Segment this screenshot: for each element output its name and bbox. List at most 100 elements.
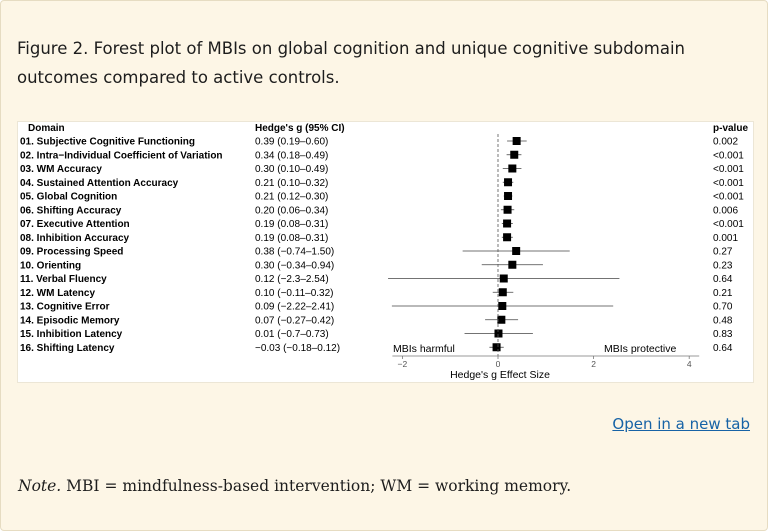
row-domain-label: 13. Cognitive Error [20,302,110,313]
row-p-value: 0.48 [713,315,733,326]
row-estimate-label: 0.30 (−0.34–0.94) [255,260,334,271]
row-p-value: <0.001 [713,150,744,161]
forest-row: 05. Global Cognition 0.21 (0.12–0.30) <0.0… [20,192,744,203]
x-tick-label: −2 [398,359,408,369]
figure-note: Note. MBI = mindfulness-based interventi… [18,477,571,495]
forest-rows: 01. Subjective Cognitive Functioning 0.39… [20,137,744,354]
forest-row: 03. WM Accuracy 0.30 (0.10–0.49) <0.001 [20,164,744,175]
annotation-harmful: MBIs harmful [393,343,455,355]
effect-marker [498,302,507,310]
forest-row: 13. Cognitive Error 0.09 (−2.22–2.41) 0.70 [20,302,733,313]
forest-plot-svg: Domain Hedge's g (95% CI) p-value 01. Su… [20,123,748,381]
column-header-domain: Domain [28,123,65,134]
row-domain-label: 07. Executive Attention [20,219,130,230]
row-domain-label: 03. WM Accuracy [20,164,102,175]
row-p-value: 0.002 [713,137,738,148]
row-estimate-label: 0.39 (0.19–0.60) [255,137,328,148]
row-p-value: 0.006 [713,205,738,216]
effect-marker [503,233,512,242]
row-estimate-label: 0.20 (0.06–0.34) [255,205,328,216]
row-p-value: 0.27 [713,247,733,258]
open-in-new-tab-link[interactable]: Open in a new tab [612,415,750,433]
effect-marker [503,219,512,228]
x-axis: −2 0 2 4 [392,134,700,369]
figure-caption: Figure 2. Forest plot of MBIs on global … [17,39,686,87]
row-estimate-label: −0.03 (−0.18–0.12) [255,343,340,354]
effect-marker [499,274,508,283]
row-estimate-label: 0.30 (0.10–0.49) [255,164,328,175]
row-domain-label: 15. Inhibition Latency [20,329,123,340]
x-tick-label: 2 [591,359,596,369]
row-p-value: 0.83 [713,329,733,340]
row-domain-label: 11. Verbal Fluency [20,274,107,285]
row-p-value: <0.001 [713,192,744,203]
row-p-value: 0.21 [713,288,733,299]
row-domain-label: 04. Sustained Attention Accuracy [20,178,179,189]
row-p-value: <0.001 [713,178,744,189]
effect-marker [498,288,507,297]
forest-row: 06. Shifting Accuracy 0.20 (0.06–0.34) 0.0… [20,205,738,216]
forest-row: 10. Orienting 0.30 (−0.34–0.94) 0.23 [20,260,733,271]
column-header-estimate: Hedge's g (95% CI) [255,123,345,134]
effect-marker [508,260,517,269]
row-domain-label: 06. Shifting Accuracy [20,205,122,216]
row-domain-label: 14. Episodic Memory [20,315,120,326]
forest-row: 02. Intra−Individual Coefficient of Vari… [20,150,744,161]
annotation-protective: MBIs protective [604,343,677,355]
row-p-value: 0.23 [713,260,733,271]
effect-marker [504,178,513,187]
row-p-value: 0.001 [713,233,738,244]
forest-row: 11. Verbal Fluency 0.12 (−2.3–2.54) 0.64 [20,274,733,285]
effect-marker [497,315,506,324]
note-label: Note. [18,477,62,495]
effect-marker [512,247,521,255]
row-domain-label: 05. Global Cognition [20,192,117,203]
row-p-value: 0.70 [713,302,733,313]
effect-marker [504,192,513,200]
forest-row: 09. Processing Speed 0.38 (−0.74–1.50) 0.2… [20,247,733,258]
forest-row: 01. Subjective Cognitive Functioning 0.39… [20,137,738,148]
forest-row: 15. Inhibition Latency 0.01 (−0.7–0.73) 0.… [20,329,733,340]
x-tick-label: 4 [687,359,692,369]
effect-marker [510,150,519,159]
forest-row: 12. WM Latency 0.10 (−0.11–0.32) 0.21 [20,288,733,299]
effect-marker [494,329,503,338]
row-domain-label: 10. Orienting [20,260,81,271]
forest-plot: Domain Hedge's g (95% CI) p-value 01. Su… [17,121,754,383]
x-tick-label: 0 [496,359,501,369]
row-estimate-label: 0.38 (−0.74–1.50) [255,247,334,258]
row-p-value: <0.001 [713,164,744,175]
x-axis-label: Hedge's g Effect Size [450,369,550,381]
row-estimate-label: 0.19 (0.08–0.31) [255,233,328,244]
row-domain-label: 12. WM Latency [20,288,95,299]
row-estimate-label: 0.19 (0.08–0.31) [255,219,328,230]
row-p-value: <0.001 [713,219,744,230]
forest-row: 08. Inhibition Accuracy 0.19 (0.08–0.31) 0… [20,233,738,244]
row-estimate-label: 0.09 (−2.22–2.41) [255,302,334,313]
row-domain-label: 01. Subjective Cognitive Functioning [20,137,195,148]
row-estimate-label: 0.21 (0.10–0.32) [255,178,328,189]
row-domain-label: 09. Processing Speed [20,247,123,258]
forest-row: 16. Shifting Latency −0.03 (−0.18–0.12) 0.… [20,343,733,354]
forest-row: 07. Executive Attention 0.19 (0.08–0.31) <… [20,219,744,230]
row-estimate-label: 0.10 (−0.11–0.32) [255,288,334,299]
row-estimate-label: 0.34 (0.18–0.49) [255,150,328,161]
row-estimate-label: 0.12 (−2.3–2.54) [255,274,329,285]
row-domain-label: 02. Intra−Individual Coefficient of Vari… [20,150,223,161]
effect-marker [492,343,501,352]
forest-row: 14. Episodic Memory 0.07 (−0.27–0.42) 0.48 [20,315,733,326]
effect-marker [503,205,512,214]
row-p-value: 0.64 [713,343,733,354]
effect-marker [508,164,517,173]
row-domain-label: 16. Shifting Latency [20,343,115,354]
forest-row: 04. Sustained Attention Accuracy 0.21 (0.… [20,178,744,189]
row-p-value: 0.64 [713,274,733,285]
row-domain-label: 08. Inhibition Accuracy [20,233,130,244]
note-text: MBI = mindfulness-based intervention; WM… [66,477,572,495]
row-estimate-label: 0.21 (0.12–0.30) [255,192,328,203]
column-header-p-value: p-value [713,123,748,134]
effect-marker [512,137,521,145]
row-estimate-label: 0.07 (−0.27–0.42) [255,315,334,326]
row-estimate-label: 0.01 (−0.7–0.73) [255,329,329,340]
